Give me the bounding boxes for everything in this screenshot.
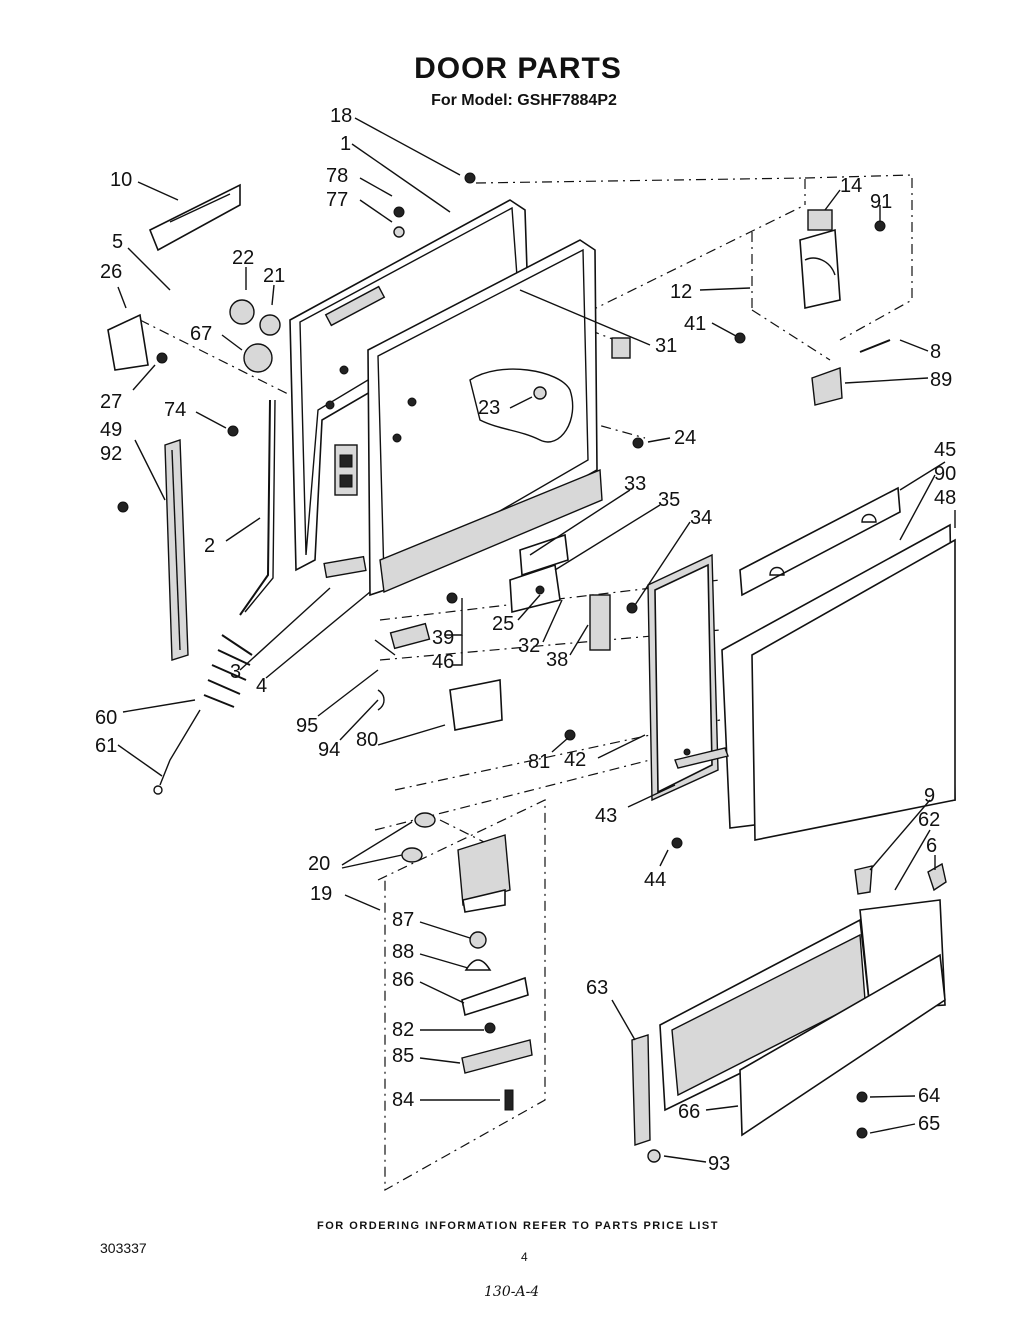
callout-label: 22 bbox=[232, 247, 254, 269]
callout-label: 84 bbox=[392, 1089, 414, 1111]
callout-label: 95 bbox=[296, 715, 318, 737]
callout-label: 94 bbox=[318, 739, 340, 761]
callout-label: 24 bbox=[674, 427, 696, 449]
callout-label: 45 bbox=[934, 439, 956, 461]
center-brackets bbox=[374, 533, 638, 741]
callout-label: 64 bbox=[918, 1085, 940, 1107]
callout-label: 41 bbox=[684, 313, 706, 335]
callout-label: 87 bbox=[392, 909, 414, 931]
reference-lines bbox=[139, 174, 913, 1192]
callout-label: 78 bbox=[326, 165, 348, 187]
leader-lines bbox=[117, 117, 956, 1163]
callout-label: 21 bbox=[263, 265, 285, 287]
callout-label: 4 bbox=[256, 675, 267, 697]
handwritten-note: 130-A-4 bbox=[484, 1284, 540, 1300]
callout-label: 34 bbox=[690, 507, 712, 529]
callout-label: 81 bbox=[528, 751, 550, 773]
callout-label: 35 bbox=[658, 489, 680, 511]
callout-label: 18 bbox=[330, 105, 352, 127]
callout-label: 20 bbox=[308, 853, 330, 875]
callout-label: 12 bbox=[670, 281, 692, 303]
callout-label: 60 bbox=[95, 707, 117, 729]
callout-label: 42 bbox=[564, 749, 586, 771]
callout-label: 48 bbox=[934, 487, 956, 509]
callout-label: 10 bbox=[110, 169, 132, 191]
callout-label: 26 bbox=[100, 261, 122, 283]
lower-access-panel bbox=[631, 862, 947, 1163]
callout-label: 85 bbox=[392, 1045, 414, 1067]
document-number: 303337 bbox=[100, 1240, 147, 1256]
inner-door-panel bbox=[289, 199, 603, 597]
dispenser-assembly bbox=[401, 812, 533, 1111]
callout-label: 9 bbox=[924, 785, 935, 807]
page-title: DOOR PARTS bbox=[414, 52, 622, 85]
callout-label: 38 bbox=[546, 649, 568, 671]
callout-labels: 18 1 78 77 10 5 26 22 21 67 27 74 49 92 … bbox=[95, 105, 956, 1175]
outer-door bbox=[647, 486, 956, 849]
callout-label: 27 bbox=[100, 391, 122, 413]
callout-label: 14 bbox=[840, 175, 862, 197]
callout-label: 6 bbox=[926, 835, 937, 857]
callout-label: 25 bbox=[492, 613, 514, 635]
callout-label: 32 bbox=[518, 635, 540, 657]
callout-label: 93 bbox=[708, 1153, 730, 1175]
callout-label: 44 bbox=[644, 869, 666, 891]
callout-label: 33 bbox=[624, 473, 646, 495]
callout-label: 92 bbox=[100, 443, 122, 465]
callout-label: 3 bbox=[230, 661, 241, 683]
callout-label: 1 bbox=[340, 133, 351, 155]
callout-label: 65 bbox=[918, 1113, 940, 1135]
callout-label: 39 bbox=[432, 627, 454, 649]
callout-label: 62 bbox=[918, 809, 940, 831]
callout-label: 2 bbox=[204, 535, 215, 557]
callout-label: 49 bbox=[100, 419, 122, 441]
callout-label: 74 bbox=[164, 399, 186, 421]
callout-label: 43 bbox=[595, 805, 617, 827]
callout-label: 77 bbox=[326, 189, 348, 211]
left-hinge-assembly bbox=[107, 172, 476, 795]
callout-label: 61 bbox=[95, 735, 117, 757]
latch-assembly bbox=[611, 209, 891, 449]
callout-label: 8 bbox=[930, 341, 941, 363]
callout-label: 66 bbox=[678, 1101, 700, 1123]
callout-label: 23 bbox=[478, 397, 500, 419]
callout-label: 90 bbox=[934, 463, 956, 485]
callout-label: 19 bbox=[310, 883, 332, 905]
callout-label: 88 bbox=[392, 941, 414, 963]
model-subtitle: For Model: GSHF7884P2 bbox=[431, 92, 617, 109]
callout-label: 86 bbox=[392, 969, 414, 991]
callout-label: 80 bbox=[356, 729, 378, 751]
callout-label: 46 bbox=[432, 651, 454, 673]
ordering-note: FOR ORDERING INFORMATION REFER TO PARTS … bbox=[317, 1220, 719, 1232]
callout-label: 31 bbox=[655, 335, 677, 357]
callout-label: 67 bbox=[190, 323, 212, 345]
callout-label: 63 bbox=[586, 977, 608, 999]
page-number: 4 bbox=[521, 1250, 528, 1264]
callout-label: 89 bbox=[930, 369, 952, 391]
callout-label: 82 bbox=[392, 1019, 414, 1041]
callout-label: 91 bbox=[870, 191, 892, 213]
callout-label: 5 bbox=[112, 231, 123, 253]
